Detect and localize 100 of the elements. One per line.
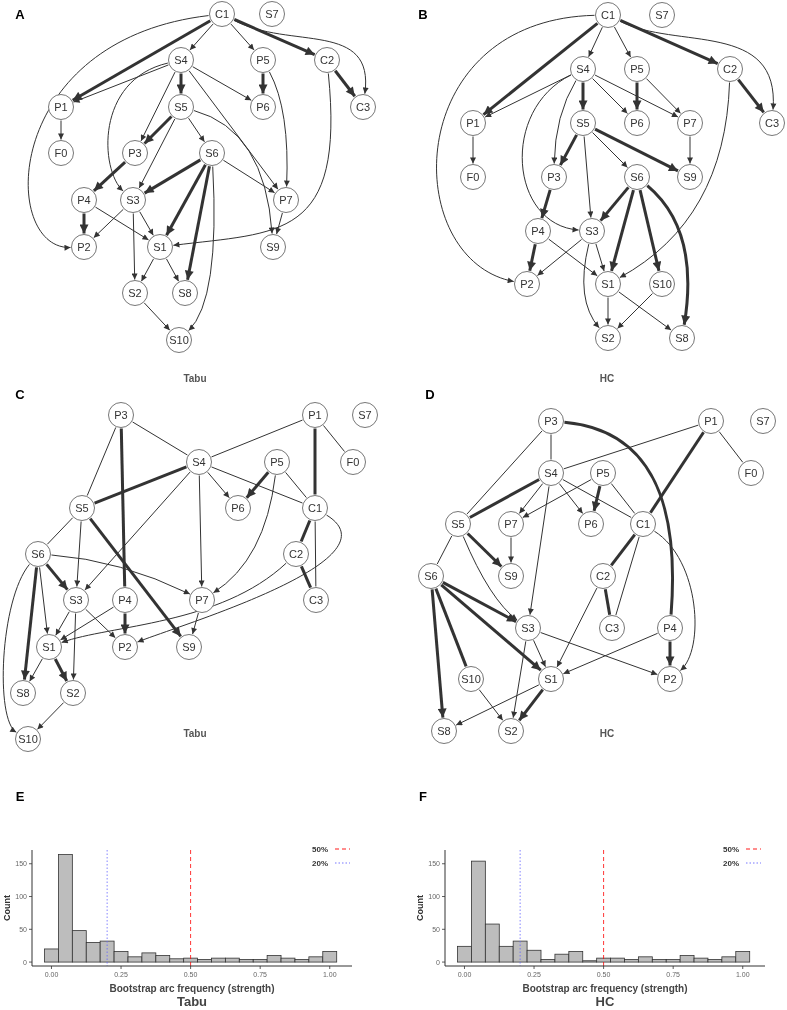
connector-line	[314, 521, 317, 587]
arrow	[540, 189, 552, 219]
connector-line	[436, 535, 453, 565]
arrow	[436, 14, 595, 283]
arrow	[143, 302, 171, 331]
connector-line	[564, 420, 674, 615]
arrow	[594, 74, 679, 118]
arrow	[79, 213, 89, 234]
arrow	[165, 258, 180, 282]
arrow	[191, 612, 199, 635]
connector-line	[562, 479, 632, 518]
arrow	[605, 297, 611, 325]
arrow	[143, 115, 173, 145]
arrow	[84, 471, 191, 591]
connector-line	[211, 466, 303, 504]
arrow	[176, 73, 186, 94]
arrow	[131, 213, 138, 280]
arrow	[618, 291, 672, 331]
arrow	[140, 71, 176, 142]
arrow	[28, 15, 210, 250]
y-axis-title: Count	[2, 895, 12, 921]
arrow	[562, 632, 659, 675]
arrow	[609, 189, 635, 272]
connector-line	[119, 428, 127, 587]
arrow	[559, 134, 578, 166]
arrow	[89, 517, 182, 638]
connector-line	[285, 471, 307, 499]
arrow	[184, 165, 211, 281]
arrow	[70, 613, 77, 680]
arrow	[540, 632, 658, 676]
arrow	[440, 583, 542, 672]
legend-label: 50%	[312, 845, 328, 854]
connector-line	[649, 431, 705, 514]
arrow	[455, 684, 540, 726]
arrow	[85, 608, 116, 639]
connector-line	[615, 536, 640, 616]
connector-line	[718, 431, 744, 463]
arrow	[207, 471, 230, 499]
panel-letter: E	[15, 788, 25, 807]
connector-line	[46, 517, 74, 545]
arrow	[632, 82, 642, 110]
arrow	[470, 136, 476, 164]
arrow	[619, 20, 776, 111]
arrow	[592, 78, 628, 114]
x-axis-title: Bootstrap arc frequency (strength)	[522, 983, 688, 994]
connector-line	[211, 419, 303, 458]
arrow	[592, 132, 628, 168]
arrow	[29, 658, 43, 682]
arrow	[58, 120, 64, 140]
panel-letter: B	[418, 6, 428, 25]
arrow	[478, 689, 504, 721]
panel-caption: Tabu	[183, 726, 207, 741]
arrow	[594, 127, 679, 173]
arrow	[511, 640, 527, 719]
arrow	[275, 212, 283, 235]
panel-letter: F	[419, 788, 427, 807]
panel-letter: C	[15, 386, 25, 405]
arrow	[518, 688, 544, 722]
arrow	[137, 514, 342, 643]
connector-line	[86, 426, 117, 497]
arrow	[73, 64, 169, 103]
arrow	[334, 69, 356, 98]
y-axis-title: Count	[415, 895, 425, 921]
arrow	[646, 184, 690, 325]
arrow	[583, 135, 594, 219]
panel-caption: HC	[599, 371, 615, 386]
arrow	[188, 70, 279, 190]
arrow	[466, 532, 503, 568]
connector-line	[550, 434, 552, 460]
arrow	[462, 535, 518, 621]
arrow	[245, 471, 270, 499]
arrow	[665, 641, 675, 666]
arrow	[2, 563, 30, 733]
arrow	[107, 62, 169, 192]
connector-line	[563, 424, 699, 470]
arrow	[548, 238, 598, 277]
panel-letter: D	[425, 386, 435, 405]
connector-line	[610, 533, 636, 567]
arrow	[192, 66, 252, 101]
arrow	[60, 606, 114, 641]
arrow	[172, 72, 332, 248]
arrow	[430, 589, 447, 718]
arrow	[521, 74, 580, 232]
arrow	[92, 161, 127, 192]
x-axis-title: Bootstrap arc frequency (strength)	[109, 983, 275, 994]
connector-line	[94, 465, 187, 505]
arrow	[53, 658, 69, 682]
connector-line	[610, 483, 636, 514]
arrow	[268, 71, 290, 187]
arrow	[578, 82, 588, 110]
arrow	[39, 566, 50, 635]
arrow	[533, 639, 546, 668]
connector-line	[323, 425, 345, 452]
arrow	[36, 702, 65, 730]
arrow	[193, 110, 275, 235]
connector-line	[300, 565, 312, 589]
arrow	[258, 73, 268, 94]
chart-title: HC	[595, 994, 615, 1009]
arrow	[583, 243, 600, 329]
arrow	[536, 239, 583, 276]
